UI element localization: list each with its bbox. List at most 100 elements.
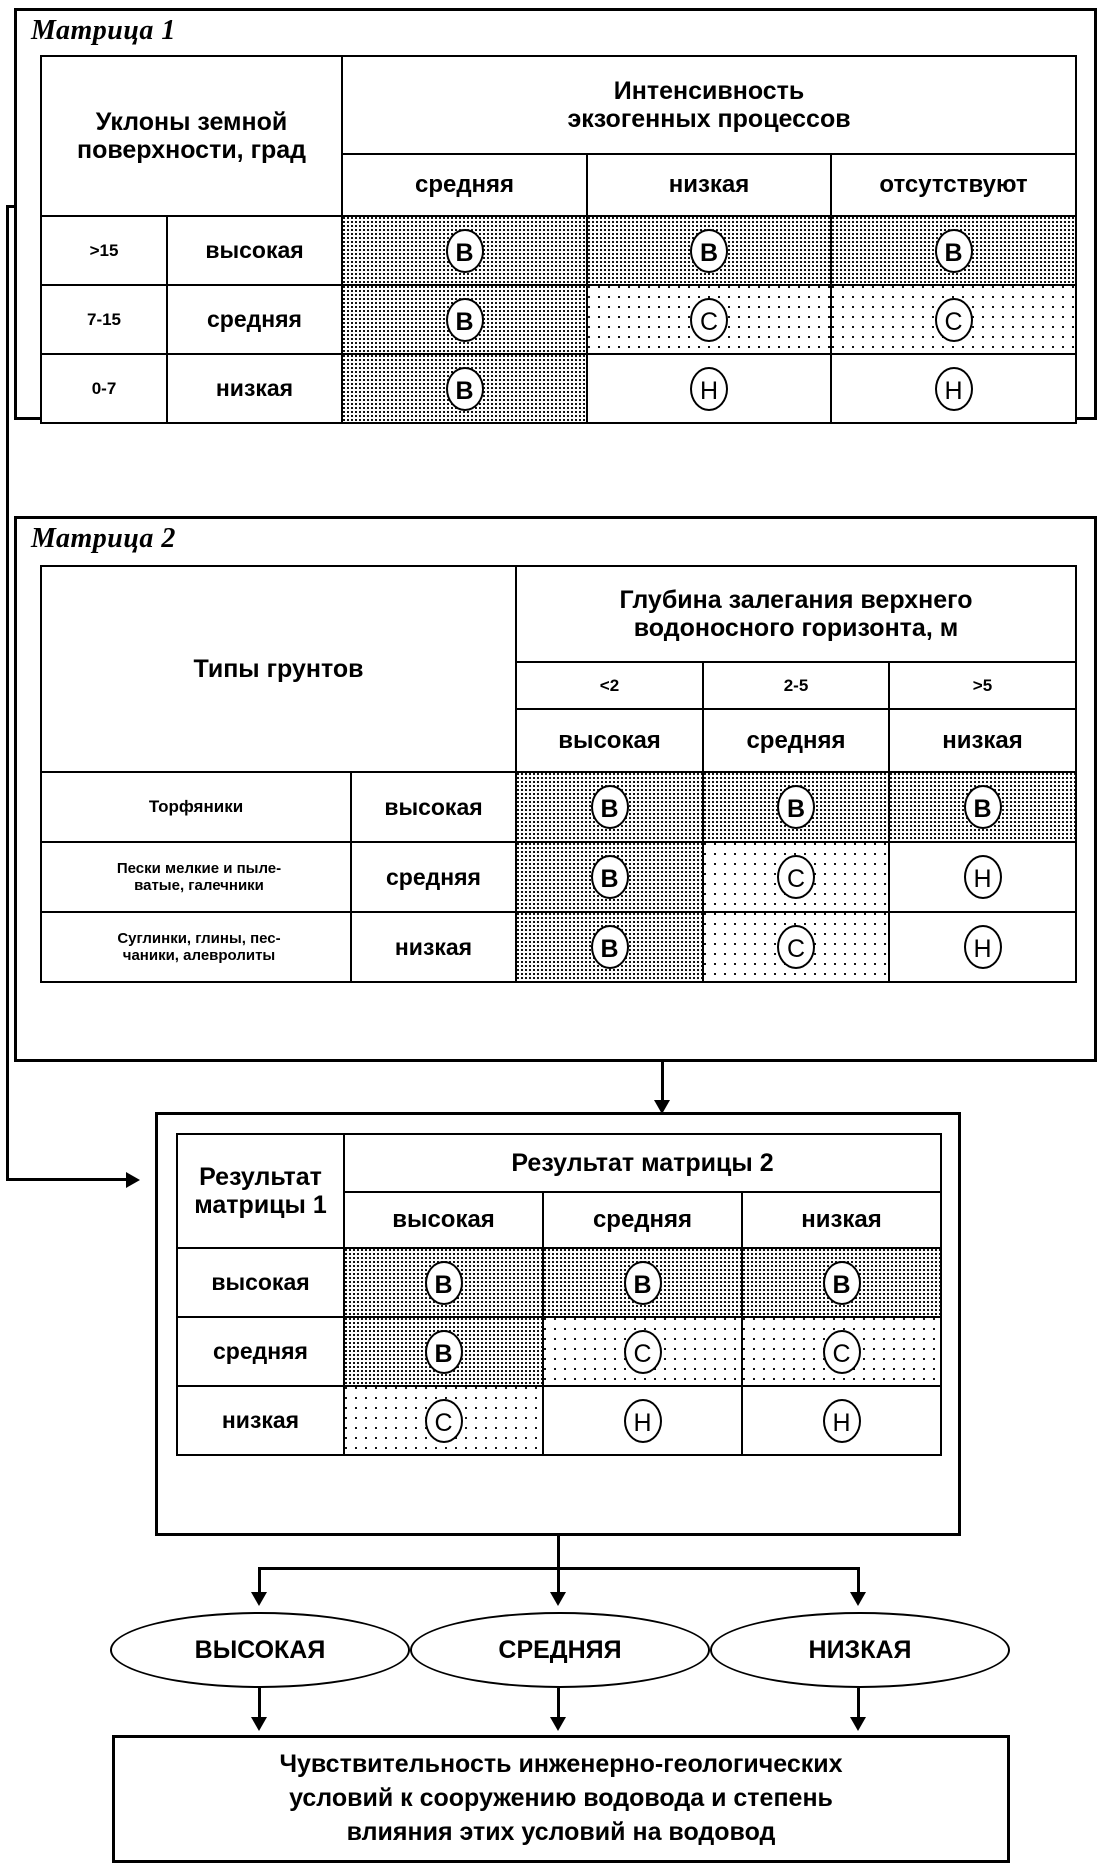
matrix2-to-result-arrowhead-icon	[654, 1100, 670, 1114]
matrix-1-col-header: Интенсивность экзогенных процессов	[341, 55, 1078, 155]
mark-B: В	[623, 1260, 662, 1305]
matrix-1-row-2: 0-7 низкая В Н Н	[40, 353, 1078, 424]
matrix-2-cell-2-2: Н	[888, 911, 1077, 983]
mark-H: Н	[963, 925, 1002, 969]
mark-B: В	[934, 228, 973, 273]
matrix-1-col-header-line1: Интенсивность	[613, 77, 805, 105]
mark-H: Н	[963, 855, 1002, 899]
matrix-2-soil-0: Торфяники	[40, 771, 352, 843]
matrix-2-col-label-2: низкая	[888, 708, 1077, 773]
mark-B: В	[963, 785, 1002, 829]
matrix-2-row-0: Торфяники высокая В В В	[40, 771, 1077, 843]
mark-B: В	[777, 785, 815, 829]
conclusion-line1: Чувствительность инженерно-геологических	[279, 1750, 843, 1779]
matrix-1-range-2: 0-7	[40, 353, 168, 424]
matrix-1-table: Уклоны земной поверхности, град Интенсив…	[39, 55, 1078, 424]
oval-to-conclusion-arrowhead-1-icon	[550, 1717, 566, 1731]
matrix-1-level-1: средняя	[165, 284, 344, 355]
matrix-2-col-header-line1: Глубина залегания верхнего	[619, 586, 973, 614]
mark-B: В	[424, 1260, 463, 1305]
mark-B: В	[424, 1329, 463, 1374]
matrix-2-title: Матрица 2	[31, 523, 176, 554]
matrix-1-cell-2-0: В	[341, 353, 589, 424]
mark-H: Н	[690, 366, 729, 411]
mark-B: В	[445, 228, 484, 273]
matrix-1-cell-2-2: Н	[830, 353, 1078, 424]
matrix-1-row-0: >15 высокая В В В	[40, 215, 1078, 286]
matrix-2-soil-1-line1: Пески мелкие и пыле-	[116, 859, 282, 877]
matrix-2-soil-1: Пески мелкие и пыле- ватые, галечники	[40, 841, 352, 913]
matrix-2-row-header: Типы грунтов	[40, 565, 517, 773]
oval-to-conclusion-line-2	[857, 1688, 860, 1721]
matrix-1-level-2: низкая	[165, 353, 344, 424]
result-matrix-cell-0-2: В	[740, 1247, 943, 1318]
oval-to-conclusion-arrowhead-2-icon	[850, 1717, 866, 1731]
matrix-1-col-label-2: отсутствуют	[830, 153, 1078, 217]
matrix-2-cell-0-2: В	[888, 771, 1077, 843]
conclusion-line3: влияния этих условий на водовод	[346, 1817, 776, 1846]
matrix-2-col-label-0: высокая	[515, 708, 704, 773]
result-matrix-col-label-2: низкая	[740, 1191, 943, 1249]
matrix-2-soil-2-line2: чаники, алевролиты	[122, 947, 276, 964]
result-matrix-row-header-line1: Результат	[199, 1163, 322, 1191]
result-matrix-col-label-0: высокая	[343, 1191, 544, 1249]
mark-H: Н	[822, 1398, 861, 1443]
matrix-1-header-row-1: Уклоны земной поверхности, град Интенсив…	[39, 55, 1078, 217]
result-matrix-cell-2-0: С	[343, 1385, 544, 1456]
matrix-2-col-header-line2: водоносного горизонта, м	[633, 614, 959, 642]
fanout-arrowhead-2-icon	[850, 1592, 866, 1606]
matrix-2-soil-2: Суглинки, глины, пес- чаники, алевролиты	[40, 911, 352, 983]
matrix-2-soil-2-line1: Суглинки, глины, пес-	[117, 929, 281, 947]
result-matrix-cell-1-1: С	[542, 1316, 743, 1387]
matrix-2-header-row-3: высокая средняя низкая	[41, 708, 1077, 773]
matrix-2-soil-1-line2: ватые, галечники	[134, 877, 264, 894]
fanout-arrowhead-1-icon	[550, 1592, 566, 1606]
mark-B: В	[590, 925, 629, 969]
outcome-label-high: ВЫСОКАЯ	[194, 1635, 326, 1664]
result-matrix-col-label-1: средняя	[542, 1191, 743, 1249]
result-matrix-cell-2-1: Н	[542, 1385, 743, 1456]
matrix-2-col-label-1: средняя	[702, 708, 890, 773]
matrix-1-col-label-0: средняя	[341, 153, 589, 217]
conclusion-line2: условий к сооружению водовода и степень	[289, 1784, 833, 1813]
feedback-arrowhead-icon	[126, 1172, 140, 1188]
result-matrix-row-header-line2: матрицы 1	[194, 1191, 327, 1219]
matrix-2-row-1: Пески мелкие и пыле- ватые, галечники ср…	[40, 841, 1077, 913]
matrix-2-depth-label-0: <2	[515, 661, 704, 710]
mark-B: В	[690, 228, 729, 273]
matrix-2-level-0: высокая	[350, 771, 517, 843]
matrix-2-header-row-2: <2 2-5 >5	[41, 661, 1077, 710]
matrix-1-row-header-line2: поверхности, град	[76, 136, 307, 164]
matrix-2-cell-0-1: В	[702, 771, 890, 843]
feedback-line-bottom	[6, 1178, 126, 1181]
oval-to-conclusion-arrowhead-0-icon	[251, 1717, 267, 1731]
mark-C: С	[934, 297, 973, 342]
matrix-1-row-1: 7-15 средняя В С С	[40, 284, 1078, 355]
matrix-1-header-row-2: средняя низкая отсутствуют	[41, 153, 1078, 217]
result-matrix-cell-0-1: В	[542, 1247, 743, 1318]
matrix-1-cell-0-2: В	[830, 215, 1078, 286]
mark-H: Н	[934, 366, 973, 411]
feedback-line-vertical	[6, 205, 9, 1180]
conclusion-box: Чувствительность инженерно-геологических…	[112, 1735, 1010, 1863]
matrix-2-cell-1-1: С	[702, 841, 890, 913]
matrix-1-col-label-1: низкая	[586, 153, 833, 217]
fanout-arrowhead-0-icon	[251, 1592, 267, 1606]
result-matrix-cell-1-2: С	[740, 1316, 943, 1387]
matrix-1-cell-2-1: Н	[586, 353, 833, 424]
result-matrix-row-1: средняя В С С	[176, 1316, 943, 1387]
fanout-stem	[557, 1536, 560, 1570]
outcome-label-low: НИЗКАЯ	[808, 1635, 912, 1664]
matrix-1-range-0: >15	[40, 215, 168, 286]
matrix-1-cell-0-1: В	[586, 215, 833, 286]
mark-B: В	[590, 855, 629, 899]
mark-C: С	[777, 855, 815, 899]
mark-H: Н	[623, 1398, 662, 1443]
matrix-2-cell-2-1: С	[702, 911, 890, 983]
result-matrix-cell-2-2: Н	[740, 1385, 943, 1456]
matrix-2-cell-1-2: Н	[888, 841, 1077, 913]
matrix-1-cell-1-2: С	[830, 284, 1078, 355]
matrix-2-table: Типы грунтов Глубина залегания верхнего …	[40, 565, 1077, 983]
matrix-1-title: Матрица 1	[31, 15, 176, 46]
result-matrix-cell-0-0: В	[343, 1247, 544, 1318]
